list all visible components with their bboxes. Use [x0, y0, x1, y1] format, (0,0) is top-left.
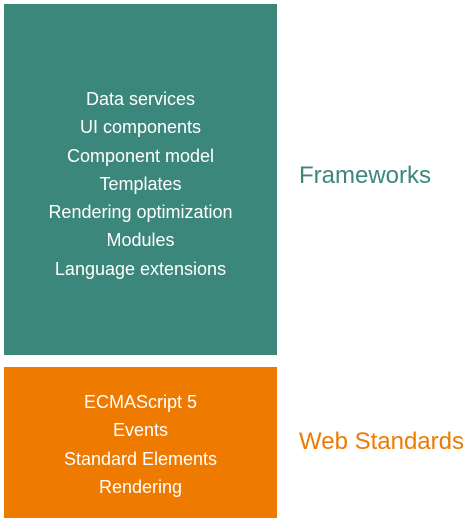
frameworks-label: Frameworks	[299, 162, 432, 189]
frameworks-item-component-model: Component model	[66, 145, 215, 166]
frameworks-item-rendering-optimization: Rendering optimization	[48, 202, 233, 223]
frameworks-block: Data services UI components Component mo…	[4, 4, 277, 355]
web-standards-item-standard-elements: Standard Elements	[63, 448, 218, 469]
frameworks-item-data-services: Data services	[85, 89, 196, 109]
web-standards-item-events: Events	[112, 420, 169, 441]
web-standards-label: Web Standards	[299, 428, 464, 455]
frameworks-item-language-extensions: Language extensions	[54, 258, 227, 279]
frameworks-item-ui-components: UI components	[79, 117, 202, 138]
frameworks-item-templates: Templates	[99, 173, 182, 194]
frameworks-item-modules: Modules	[106, 230, 175, 251]
web-standards-block: ECMAScript 5 Events Standard Elements Re…	[4, 367, 277, 518]
web-standards-item-rendering: Rendering	[98, 476, 183, 497]
web-standards-item-ecmascript: ECMAScript 5	[83, 392, 198, 412]
